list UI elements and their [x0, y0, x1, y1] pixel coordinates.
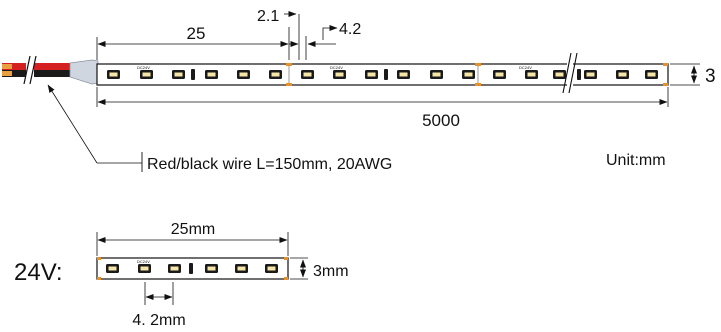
led-chip — [553, 70, 566, 79]
unit-label: Unit:mm — [606, 152, 666, 169]
dim-width-bottom-label: 3mm — [313, 263, 349, 280]
dim-gap-right: 4.2 — [305, 21, 361, 60]
dim-width: 3 — [670, 63, 716, 87]
wire-break-gap — [26, 58, 34, 82]
wire-break-line-2 — [29, 55, 37, 85]
wire-break-line-1 — [23, 55, 31, 85]
dim-segment-length: 25 — [96, 24, 290, 60]
dim-total-length-label: 5000 — [422, 111, 460, 130]
cut-pad — [286, 63, 292, 66]
dim-segment-length-bottom-label: 25mm — [171, 221, 215, 238]
dim-gap-right-label: 4.2 — [339, 21, 361, 38]
led-chip — [237, 70, 250, 79]
led-chip — [493, 70, 506, 79]
led-chip — [462, 70, 475, 79]
led-chip — [365, 70, 378, 79]
chip-marking: DC24V — [330, 65, 343, 70]
led-chip — [333, 70, 346, 79]
wire-bundle — [2, 55, 99, 85]
led-chip — [525, 70, 538, 79]
cut-pad — [97, 277, 101, 280]
red-wire — [2, 63, 94, 70]
led-chip — [168, 264, 181, 273]
led-chip — [430, 70, 443, 79]
cut-pad — [284, 277, 288, 280]
led-chip — [269, 70, 282, 79]
voltage-label: 24V: — [14, 259, 62, 286]
led-chip — [106, 264, 119, 273]
led-chip — [584, 70, 597, 79]
led-chip — [205, 70, 218, 79]
resistor — [384, 69, 388, 80]
cut-pad — [97, 257, 101, 260]
wire-tip-red — [2, 64, 12, 69]
resistor — [191, 69, 195, 80]
cut-pad — [475, 83, 481, 86]
cut-pad — [475, 63, 481, 66]
led-chip — [172, 70, 185, 79]
dim-gap-left-label: 2.1 — [257, 8, 279, 25]
dim-segment-length-label: 25 — [187, 24, 206, 43]
dim-pitch: 4. 2mm — [132, 282, 186, 329]
led-chip — [645, 70, 658, 79]
dim-width-label: 3 — [705, 66, 716, 87]
cut-pad — [284, 257, 288, 260]
resistor — [189, 263, 193, 274]
wire-tip-black — [2, 71, 12, 76]
dim-segment-length-bottom: 25mm — [96, 221, 289, 256]
bottom-diagram: 24V: DC24V 25mm 3mm 4. 2mm — [14, 221, 349, 329]
dim-gap-left: 2.1 — [257, 8, 300, 60]
led-chip — [301, 70, 314, 79]
led-row-bottom — [106, 264, 278, 273]
chip-marking: DC24V — [519, 65, 532, 70]
led-chip — [140, 70, 153, 79]
led-row-top — [107, 70, 658, 79]
dim-pitch-label: 4. 2mm — [132, 312, 185, 329]
cut-pad — [663, 63, 668, 66]
resistor-row-top — [191, 69, 581, 80]
led-chip — [397, 70, 410, 79]
strip-break-symbol — [562, 52, 578, 94]
led-chip — [616, 70, 629, 79]
strip-body — [96, 63, 669, 86]
cut-marks — [286, 63, 668, 86]
led-chip — [235, 264, 248, 273]
wire-callout: Red/black wire L=150mm, 20AWG — [47, 84, 392, 173]
led-chip — [205, 264, 218, 273]
black-wire — [2, 70, 94, 77]
wire-callout-label: Red/black wire L=150mm, 20AWG — [147, 156, 392, 173]
heat-shrink-sleeve — [69, 59, 99, 85]
chip-marking: DC24V — [137, 65, 150, 70]
top-diagram: DC24V DC24V DC24V 25 2.1 — [2, 8, 716, 173]
cut-pad — [286, 83, 292, 86]
chip-marking: DC24V — [137, 259, 150, 264]
dim-width-bottom: 3mm — [290, 257, 349, 280]
led-chip — [265, 264, 278, 273]
led-chip — [138, 264, 151, 273]
led-chip — [107, 70, 120, 79]
resistor — [577, 69, 581, 80]
cut-pad — [663, 83, 668, 86]
dim-total-length: 5000 — [96, 87, 669, 130]
